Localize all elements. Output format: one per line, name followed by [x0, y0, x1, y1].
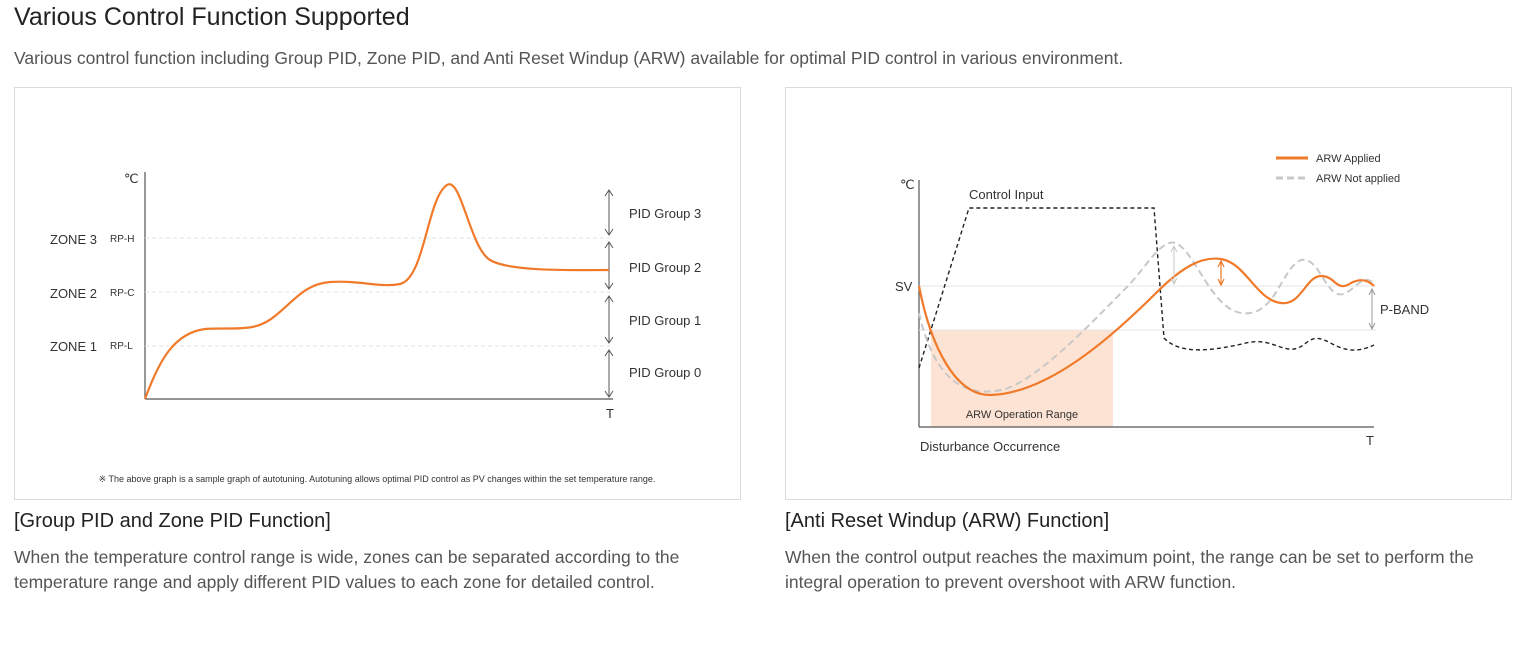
- pid-group-label: PID Group 1: [629, 313, 701, 328]
- disturbance-label: Disturbance Occurrence: [920, 439, 1060, 454]
- overshoot-arrow-gray: [1170, 244, 1178, 286]
- overshoot-arrow-orange: [1217, 259, 1225, 287]
- group-zone-pid-diagram: ℃ T ZONE 3 RP-H ZONE 2 RP-C ZONE 1 RP-L …: [14, 87, 741, 500]
- arw-applied-curve: [917, 257, 1375, 397]
- y-unit-label: ℃: [124, 171, 139, 186]
- rp-label: RP-H: [110, 234, 134, 245]
- control-input-line: [918, 207, 1375, 369]
- pid-group-label: PID Group 3: [629, 206, 701, 221]
- rp-label: RP-L: [110, 341, 133, 352]
- p-band-label: P-BAND: [1380, 302, 1429, 317]
- zone-label: ZONE 3: [50, 232, 97, 247]
- page-intro: Various control function including Group…: [14, 48, 1124, 68]
- pid-group-label: PID Group 2: [629, 260, 701, 275]
- zone-label: ZONE 2: [50, 286, 97, 301]
- group-arrows: [604, 189, 614, 398]
- page-title: Various Control Function Supported: [14, 3, 410, 31]
- right-caption-title: [Anti Reset Windup (ARW) Function]: [785, 510, 1110, 532]
- arw-range-area: [931, 330, 1113, 427]
- x-unit-label: T: [1366, 433, 1374, 448]
- rp-label: RP-C: [110, 288, 134, 299]
- arw-diagram: ARW Operation Range ℃ T SV P-BAND Contro…: [785, 87, 1512, 500]
- sv-label: SV: [895, 279, 913, 294]
- left-caption-title: [Group PID and Zone PID Function]: [14, 510, 331, 532]
- left-caption-text: When the temperature control range is wi…: [14, 547, 680, 592]
- pv-curve: [143, 183, 610, 400]
- arw-not-applied-curve: [918, 241, 1375, 393]
- group-zone-pid-svg: ℃ T ZONE 3 RP-H ZONE 2 RP-C ZONE 1 RP-L …: [50, 171, 701, 484]
- p-band-arrow: [1368, 287, 1376, 331]
- autotuning-note: ※ The above graph is a sample graph of a…: [99, 474, 656, 484]
- right-caption-text: When the control output reaches the maxi…: [785, 547, 1474, 592]
- arw-svg: ARW Operation Range ℃ T SV P-BAND Contro…: [895, 153, 1429, 454]
- zone-label: ZONE 1: [50, 339, 97, 354]
- arw-range-label: ARW Operation Range: [966, 409, 1078, 421]
- legend-not-applied-label: ARW Not applied: [1316, 173, 1400, 185]
- x-unit-label: T: [606, 406, 614, 421]
- control-input-label: Control Input: [969, 187, 1044, 202]
- y-unit-label: ℃: [900, 177, 915, 192]
- pid-group-label: PID Group 0: [629, 365, 701, 380]
- legend-applied-label: ARW Applied: [1316, 153, 1381, 165]
